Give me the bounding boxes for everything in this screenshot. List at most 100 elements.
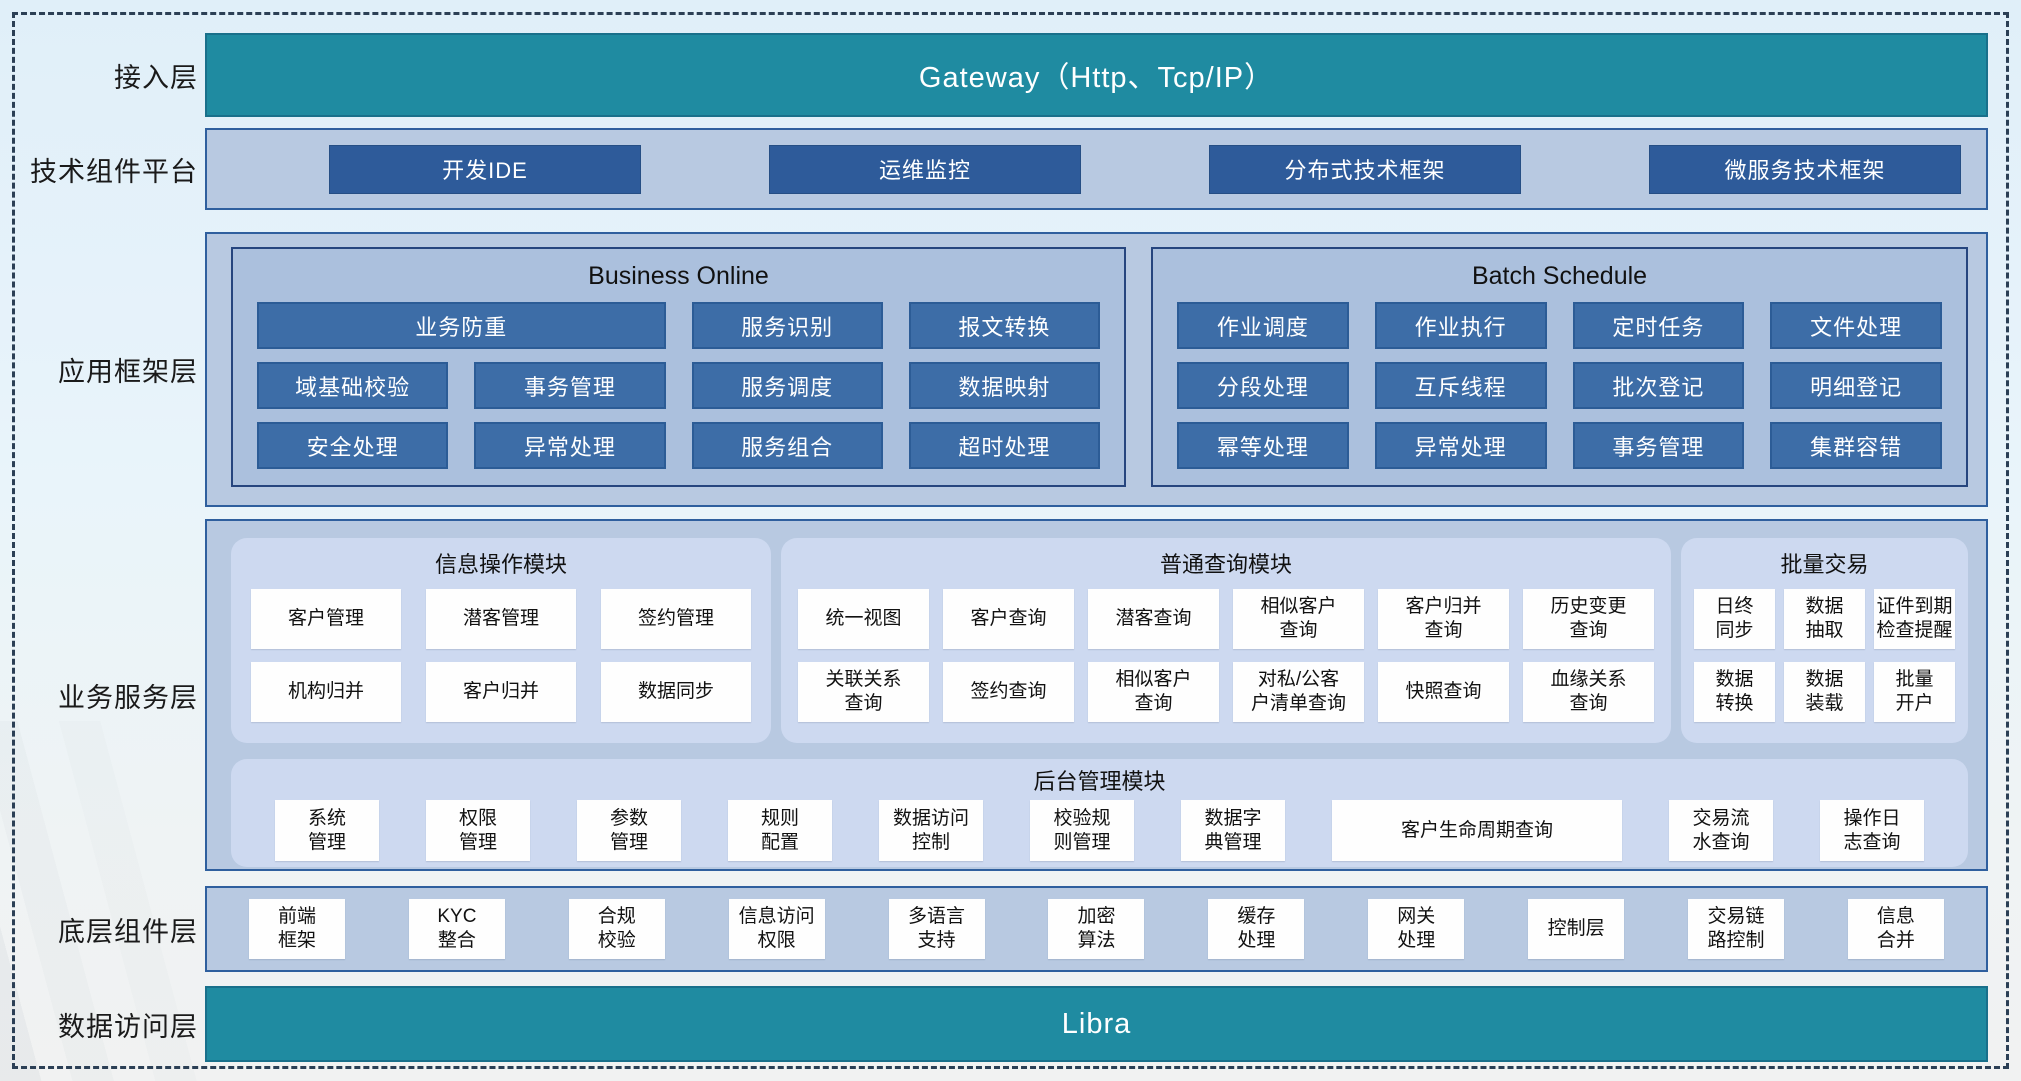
batch-schedule-box: 分段处理 [1177,362,1349,409]
layer-label-access: 接入层 [114,62,198,93]
batch-schedule-box: 异常处理 [1374,422,1547,469]
business-online-box: 服务组合 [691,422,883,469]
layer-label-appframe: 应用框架层 [58,357,198,387]
business-online-box: 服务识别 [691,302,883,349]
batch-trade-box: 批量 开户 [1874,662,1955,722]
admin-box: 系统 管理 [275,800,379,861]
batch-schedule-box: 集群容错 [1770,422,1942,469]
tech-component-box: 开发IDE [329,144,641,194]
query-box: 对私/公客 户清单查询 [1233,662,1364,722]
business-online-title: Business Online [588,261,769,290]
batch-trade-box: 证件到期 检查提醒 [1874,589,1955,649]
query-box: 客户查询 [943,589,1074,649]
batch-schedule-box: 幂等处理 [1177,422,1349,469]
batch-schedule-box: 作业调度 [1177,302,1349,349]
base-component-box: 多语言 支持 [888,899,985,959]
admin-module-row: 系统 管理权限 管理参数 管理规则 配置数据访问 控制校验规 则管理数据字 典管… [231,800,1968,861]
query-box: 统一视图 [798,589,929,649]
batch-schedule-box: 批次登记 [1572,362,1745,409]
batch-trade-module: 批量交易 日终 同步数据 抽取证件到期 检查提醒数据 转换数据 装载批量 开户 [1681,538,1968,743]
admin-box: 数据访问 控制 [879,800,983,861]
business-online-box: 域基础校验 [257,362,449,409]
base-component-box: 合规 校验 [568,899,665,959]
admin-box: 客户生命周期查询 [1332,800,1622,861]
batch-schedule-panel: Batch Schedule 作业调度作业执行定时任务文件处理分段处理互斥线程批… [1151,247,1968,487]
tech-component-box: 微服务技术框架 [1649,144,1961,194]
libra-bar-text: Libra [1061,1007,1132,1040]
info-ops-box: 签约管理 [601,589,751,649]
base-component-box: 控制层 [1528,899,1625,959]
gateway-bar: Gateway（Http、Tcp/IP） [205,33,1988,117]
tech-component-box: 运维监控 [769,144,1081,194]
admin-box: 权限 管理 [426,800,530,861]
batch-schedule-box: 互斥线程 [1374,362,1547,409]
query-box: 相似客户 查询 [1233,589,1364,649]
batch-trade-box: 日终 同步 [1694,589,1775,649]
query-box: 签约查询 [943,662,1074,722]
business-online-panel: Business Online 业务防重服务识别报文转换域基础校验事务管理服务调… [231,247,1126,487]
business-online-box: 超时处理 [908,422,1100,469]
admin-box: 规则 配置 [728,800,832,861]
query-box: 快照查询 [1378,662,1509,722]
query-box: 潜客查询 [1088,589,1219,649]
business-service-layer: 信息操作模块 客户管理潜客管理签约管理机构归并客户归并数据同步 普通查询模块 统… [205,519,1988,871]
admin-box: 参数 管理 [577,800,681,861]
base-component-box: 加密 算法 [1048,899,1145,959]
business-online-box: 业务防重 [257,302,666,349]
tech-component-box: 分布式技术框架 [1209,144,1521,194]
info-ops-box: 潜客管理 [426,589,576,649]
admin-box: 校验规 则管理 [1030,800,1134,861]
base-component-box: 交易链 路控制 [1688,899,1785,959]
business-online-box: 服务调度 [691,362,883,409]
info-ops-box: 数据同步 [601,662,751,722]
base-component-box: 缓存 处理 [1208,899,1305,959]
batch-trade-title: 批量交易 [1780,552,1869,577]
info-ops-title: 信息操作模块 [434,552,567,577]
info-ops-box: 客户归并 [426,662,576,722]
batch-schedule-title: Batch Schedule [1471,261,1648,290]
business-online-box: 安全处理 [257,422,449,469]
gateway-bar-text: Gateway（Http、Tcp/IP） [918,62,1275,94]
layer-label-basecomp: 底层组件层 [58,916,198,947]
business-online-grid: 业务防重服务识别报文转换域基础校验事务管理服务调度数据映射安全处理异常处理服务组… [233,302,1124,469]
batch-trade-box: 数据 抽取 [1784,589,1865,649]
base-component-box: 网关 处理 [1368,899,1465,959]
query-module-title: 普通查询模块 [1159,552,1292,577]
query-box: 相似客户 查询 [1088,662,1219,722]
business-online-box: 事务管理 [474,362,666,409]
admin-module: 后台管理模块 系统 管理权限 管理参数 管理规则 配置数据访问 控制校验规 则管… [231,759,1968,867]
app-framework-layer: Business Online 业务防重服务识别报文转换域基础校验事务管理服务调… [205,232,1988,507]
batch-trade-grid: 日终 同步数据 抽取证件到期 检查提醒数据 转换数据 装载批量 开户 [1681,589,1968,722]
admin-box: 操作日 志查询 [1820,800,1924,861]
query-box: 客户归并 查询 [1378,589,1509,649]
base-component-box: 信息 合并 [1847,899,1944,959]
business-online-box: 异常处理 [474,422,666,469]
info-ops-module: 信息操作模块 客户管理潜客管理签约管理机构归并客户归并数据同步 [231,538,771,743]
query-box: 历史变更 查询 [1523,589,1654,649]
layer-label-dataaccess: 数据访问层 [58,1011,198,1042]
admin-box: 数据字 典管理 [1181,800,1285,861]
base-component-box: 前端 框架 [249,899,345,959]
query-module-grid: 统一视图客户查询潜客查询相似客户 查询客户归并 查询历史变更 查询关联关系 查询… [781,589,1671,722]
layer-label-bizserv: 业务服务层 [58,682,198,713]
batch-schedule-box: 作业执行 [1374,302,1547,349]
tech-platform-row: 开发IDE 运维监控 分布式技术框架 微服务技术框架 [205,128,1988,210]
query-module: 普通查询模块 统一视图客户查询潜客查询相似客户 查询客户归并 查询历史变更 查询… [781,538,1671,743]
business-online-box: 报文转换 [908,302,1100,349]
batch-schedule-box: 明细登记 [1770,362,1942,409]
base-component-box: KYC 整合 [408,899,505,959]
batch-trade-box: 数据 装载 [1784,662,1865,722]
batch-schedule-box: 文件处理 [1770,302,1942,349]
batch-schedule-box: 定时任务 [1572,302,1745,349]
libra-bar: Libra [205,986,1988,1062]
admin-module-title: 后台管理模块 [1033,769,1166,794]
batch-trade-box: 数据 转换 [1694,662,1775,722]
admin-box: 交易流 水查询 [1669,800,1773,861]
business-online-box: 数据映射 [908,362,1100,409]
query-box: 血缘关系 查询 [1523,662,1654,722]
info-ops-box: 机构归并 [251,662,401,722]
batch-schedule-grid: 作业调度作业执行定时任务文件处理分段处理互斥线程批次登记明细登记幂等处理异常处理… [1153,302,1966,469]
query-box: 关联关系 查询 [798,662,929,722]
